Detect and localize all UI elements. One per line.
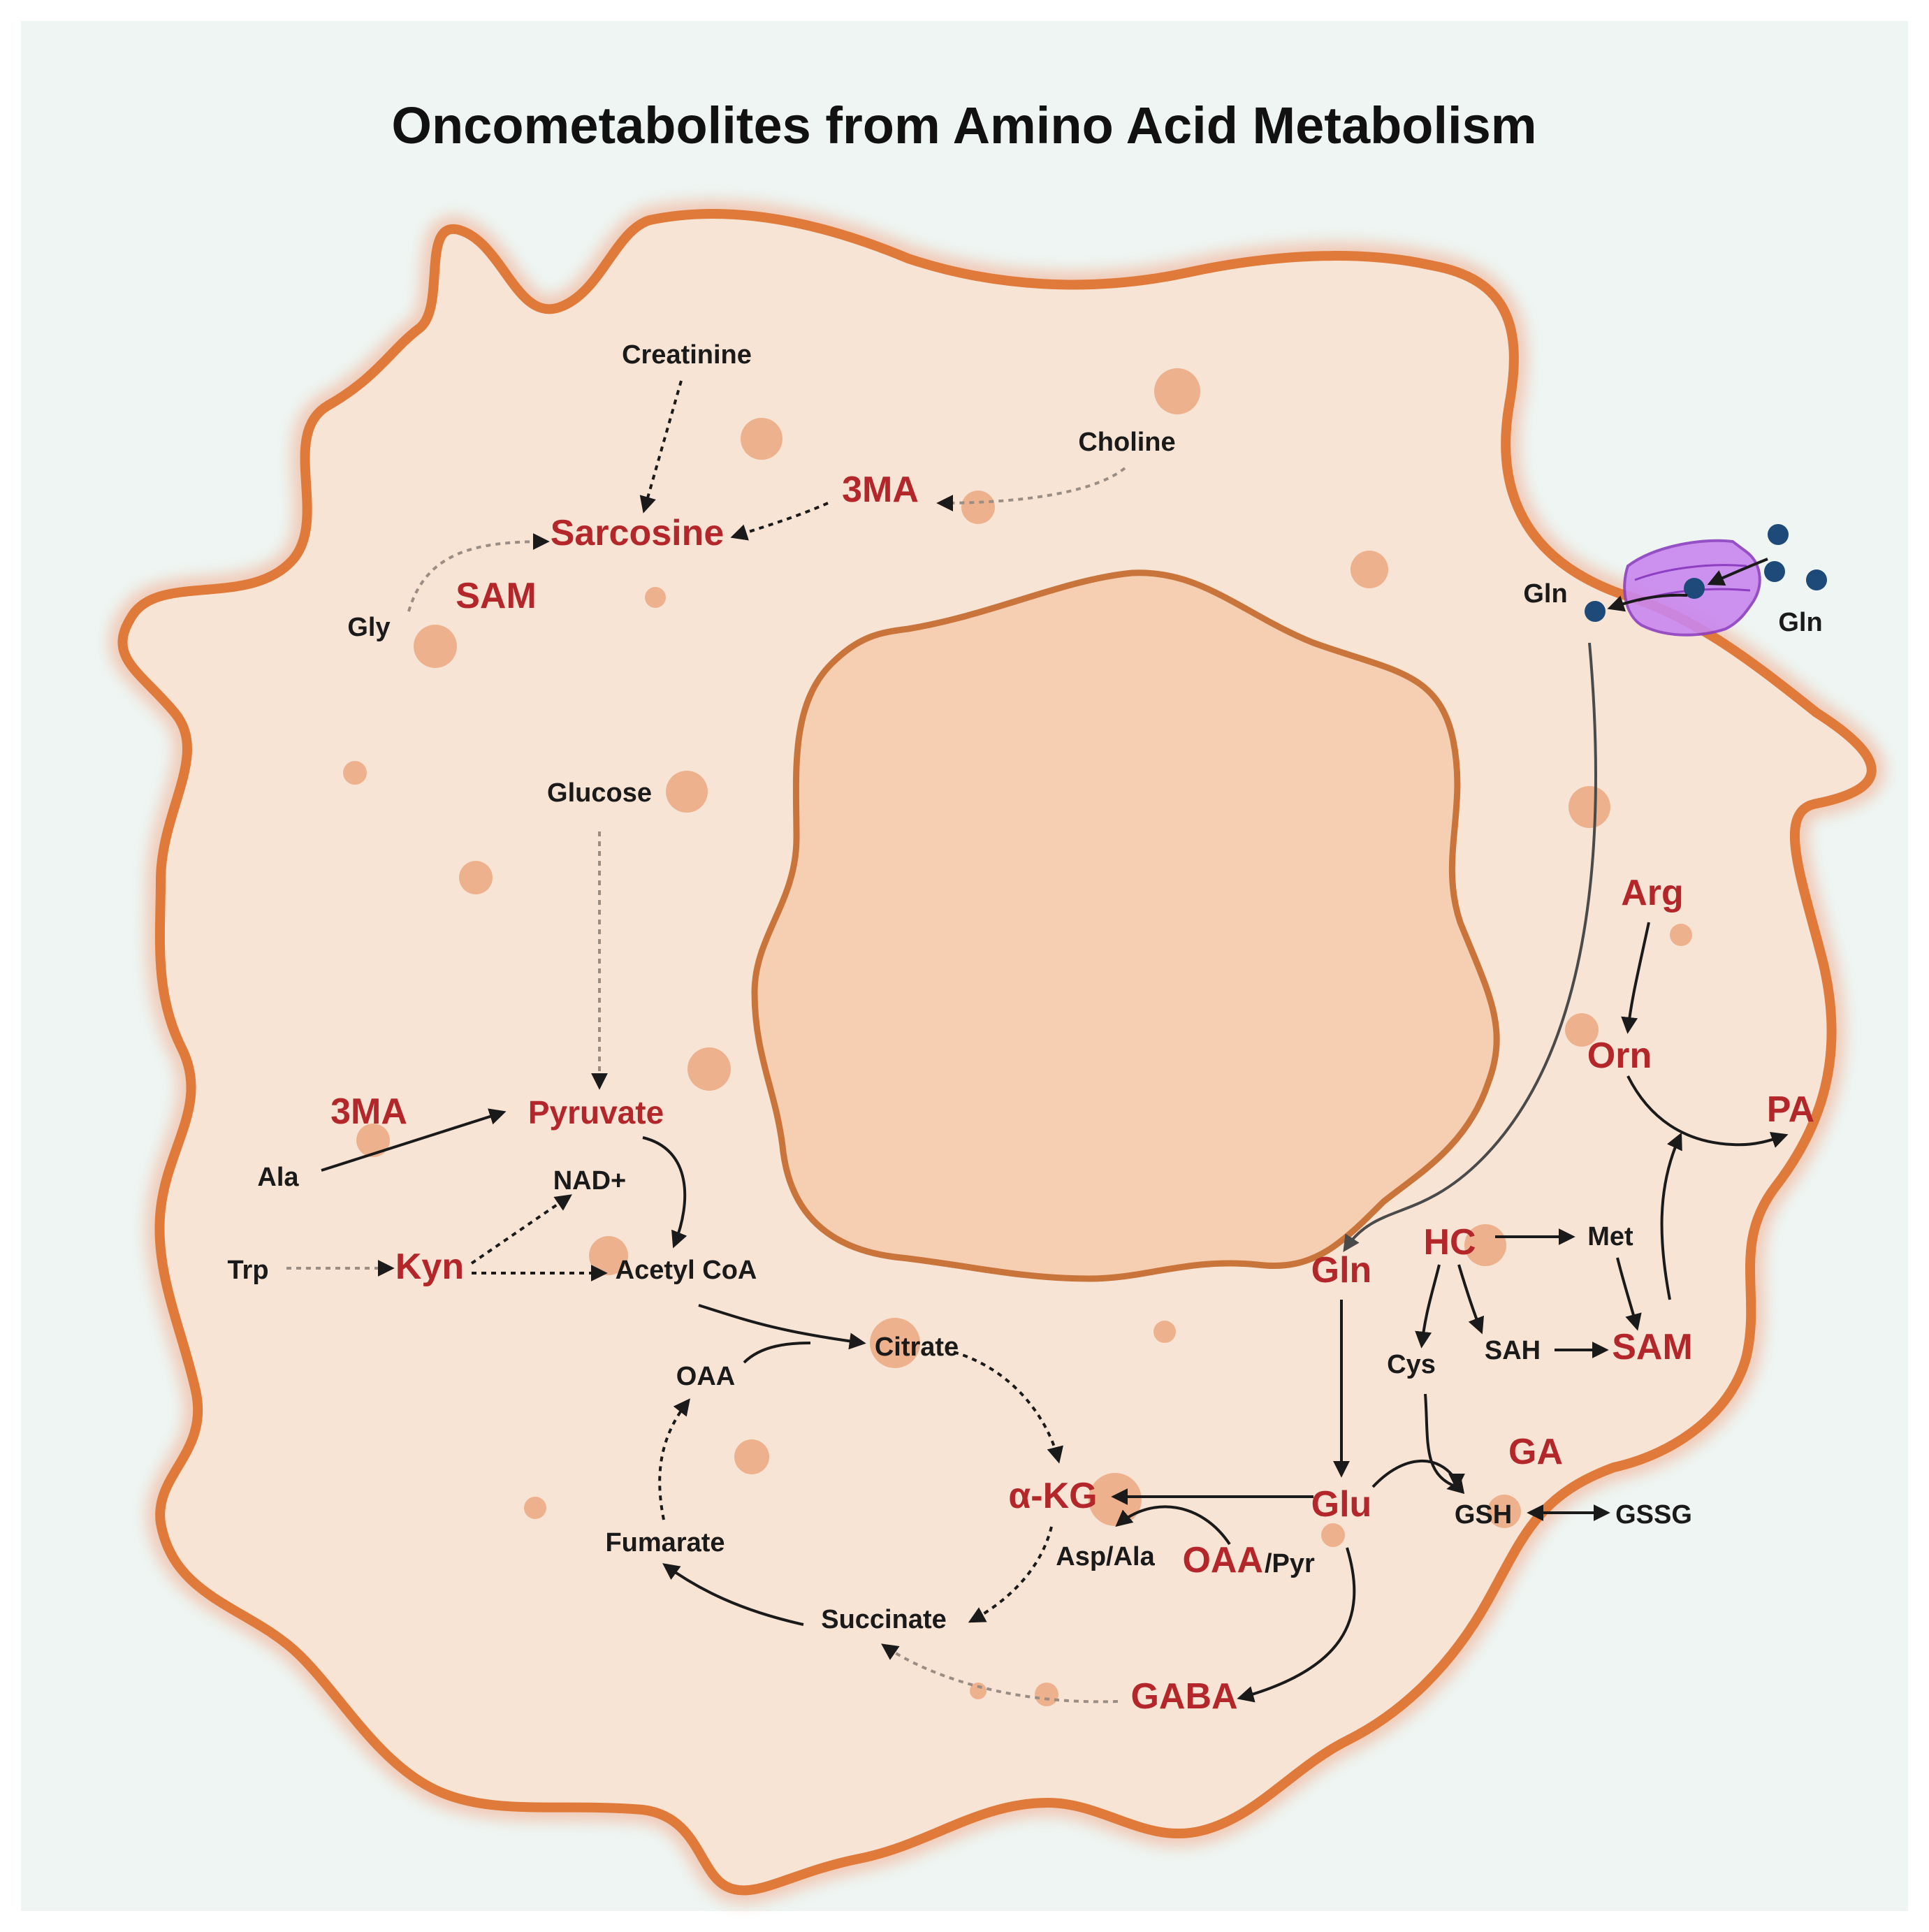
arrow-hc-sah bbox=[1457, 1264, 1485, 1335]
arrow-succinate-fumarate bbox=[662, 1563, 804, 1626]
label-asp-ala: Asp/Ala bbox=[1056, 1542, 1155, 1571]
label-3ma-left: 3MA bbox=[330, 1091, 407, 1132]
label-citrate: Citrate bbox=[875, 1332, 959, 1362]
arrow-glu-gaba bbox=[1237, 1547, 1356, 1703]
arrow-citrate-akg bbox=[953, 1351, 1063, 1464]
label-pyruvate: Pyruvate bbox=[528, 1094, 664, 1131]
transport-arrow-out bbox=[1607, 593, 1688, 612]
glutamine-molecule-icons bbox=[1585, 524, 1827, 622]
label-creatinine: Creatinine bbox=[622, 340, 752, 370]
arrow-gly-sarcosine bbox=[407, 533, 550, 612]
label-kyn: Kyn bbox=[395, 1247, 464, 1287]
arrow-met-sam bbox=[1616, 1257, 1642, 1331]
arrow-acetylcoa-citrate bbox=[698, 1304, 866, 1350]
label-choline: Choline bbox=[1078, 428, 1175, 457]
label-acetyl-coa: Acetyl CoA bbox=[616, 1256, 757, 1285]
label-oaa-red: OAA bbox=[1182, 1540, 1263, 1581]
label-gly: Gly bbox=[347, 613, 390, 642]
label-fumarate: Fumarate bbox=[605, 1528, 725, 1557]
label-glu: Glu bbox=[1311, 1484, 1372, 1525]
arrow-oaa-citrate bbox=[743, 1342, 811, 1364]
arrow-pyruvate-acetylcoa bbox=[642, 1136, 687, 1249]
arrow-fumarate-oaa bbox=[658, 1398, 690, 1520]
label-gln-in: Gln bbox=[1523, 579, 1567, 609]
arrow-cys-gsh bbox=[1424, 1393, 1465, 1495]
arrow-akg-succinate bbox=[968, 1526, 1053, 1623]
diagram-title: Oncometabolites from Amino Acid Metaboli… bbox=[391, 96, 1536, 154]
label-hc: HC bbox=[1423, 1222, 1476, 1263]
arrow-ala-pyruvate bbox=[321, 1108, 507, 1172]
arrow-arg-orn bbox=[1621, 922, 1650, 1034]
arrow-sam-pa bbox=[1660, 1132, 1682, 1300]
label-ala: Ala bbox=[257, 1163, 299, 1192]
nucleus bbox=[751, 569, 1500, 1282]
arrow-3ma-sarcosine bbox=[730, 502, 829, 541]
label-gln: Gln bbox=[1311, 1250, 1372, 1291]
label-3ma-top: 3MA bbox=[842, 470, 919, 510]
arrow-gaba-succinate bbox=[881, 1643, 1119, 1704]
label-gaba: GABA bbox=[1130, 1676, 1237, 1717]
label-pyr: /Pyr bbox=[1265, 1549, 1315, 1578]
label-sam-top: SAM bbox=[456, 576, 537, 616]
label-succinate: Succinate bbox=[821, 1605, 947, 1634]
label-met: Met bbox=[1587, 1222, 1633, 1251]
label-oaa: OAA bbox=[676, 1362, 735, 1391]
label-pa: PA bbox=[1767, 1089, 1814, 1130]
label-gsh: GSH bbox=[1455, 1500, 1512, 1530]
transport-arrow-in bbox=[1707, 558, 1768, 586]
arrow-glu-gsh bbox=[1371, 1459, 1465, 1490]
arrow-hc-cys bbox=[1415, 1264, 1441, 1349]
label-arg: Arg bbox=[1621, 873, 1684, 913]
arrow-creatinine-sarcosine bbox=[639, 380, 683, 514]
label-ga: GA bbox=[1508, 1432, 1563, 1472]
label-gssg: GSSG bbox=[1615, 1500, 1692, 1530]
label-glucose: Glucose bbox=[547, 778, 652, 808]
arrow-oaa-asp bbox=[1115, 1505, 1231, 1546]
label-nad: NAD+ bbox=[553, 1166, 627, 1196]
label-trp: Trp bbox=[227, 1256, 268, 1285]
label-sarcosine: Sarcosine bbox=[551, 513, 725, 553]
label-sam-right: SAM bbox=[1612, 1327, 1693, 1367]
arrow-kyn-nad bbox=[470, 1194, 572, 1265]
vesicles bbox=[343, 368, 1692, 1706]
arrow-gln-transport-inner bbox=[1343, 642, 1597, 1253]
label-cys: Cys bbox=[1387, 1350, 1436, 1379]
label-gln-out: Gln bbox=[1778, 608, 1822, 637]
label-sah: SAH bbox=[1485, 1336, 1541, 1365]
label-akg: α-KG bbox=[1008, 1476, 1097, 1516]
label-orn: Orn bbox=[1587, 1036, 1652, 1076]
arrow-orn-pa bbox=[1626, 1075, 1789, 1148]
